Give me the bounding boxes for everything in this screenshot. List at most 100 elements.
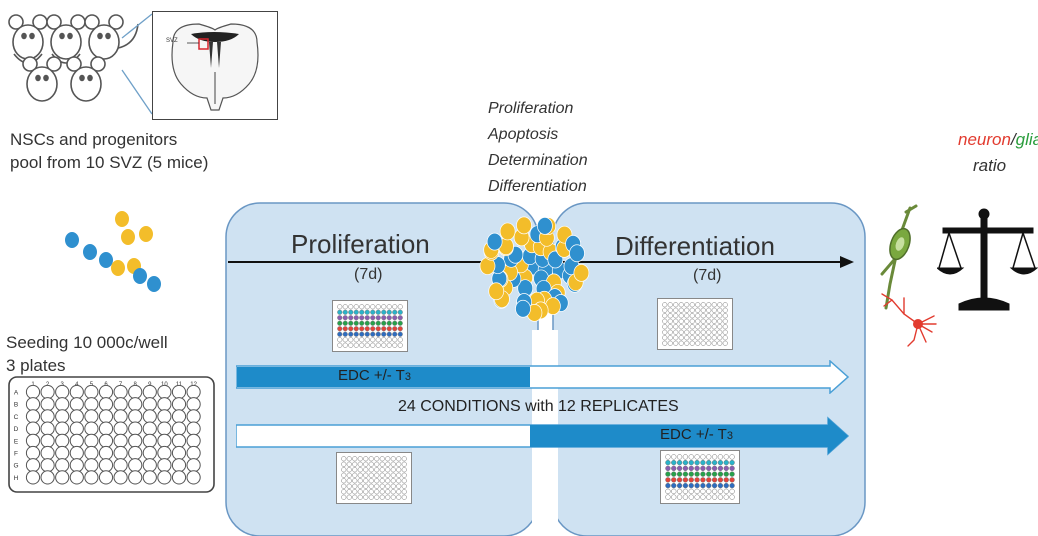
plate-well — [353, 315, 359, 321]
plate-well — [341, 478, 347, 484]
plate-well — [694, 454, 700, 460]
plate-well — [667, 329, 673, 335]
plate-well — [364, 331, 370, 337]
plate-well — [357, 456, 363, 462]
plate-well — [84, 433, 99, 448]
plate-well — [706, 324, 712, 330]
plate-well — [341, 461, 347, 467]
plate-well — [381, 337, 387, 343]
plate-well — [390, 461, 396, 467]
plate-well — [397, 309, 403, 315]
plate-well — [682, 482, 689, 489]
plate-well — [25, 458, 41, 473]
plate-well — [84, 458, 99, 473]
plate-well — [128, 397, 143, 412]
plate-well — [69, 421, 84, 436]
readout-item: Apoptosis — [488, 126, 559, 143]
plate-well — [717, 340, 723, 346]
plate-well — [381, 320, 387, 326]
plate-well — [69, 458, 84, 473]
plate-well — [392, 304, 398, 310]
treatment-label-subscript: 3 — [726, 430, 733, 442]
plate-well — [717, 318, 723, 324]
sphere-cell — [488, 282, 505, 301]
plate-well — [381, 304, 387, 310]
plate-well — [364, 337, 370, 343]
plate-well — [370, 331, 376, 337]
plate-well — [352, 467, 358, 473]
plate-well — [352, 489, 358, 495]
plate-well — [700, 488, 706, 495]
plate-well — [40, 458, 55, 473]
plate-well — [673, 307, 679, 313]
plate-row-label: F — [14, 451, 18, 458]
plate-well — [397, 342, 403, 348]
plate-well — [363, 461, 369, 467]
plate-well — [671, 494, 677, 500]
plate-well — [401, 467, 407, 473]
plate-well — [348, 337, 354, 343]
plate-well — [113, 421, 128, 436]
plate-well — [671, 477, 677, 483]
source-caption: NSCs and progenitors pool from 10 SVZ (5… — [10, 128, 208, 174]
sphere-cell — [569, 244, 585, 263]
plate-well — [374, 478, 380, 484]
plate-well — [84, 470, 99, 485]
plate-well — [368, 456, 374, 462]
plate-well — [374, 456, 380, 462]
plate-well — [673, 335, 679, 341]
plate-well — [700, 313, 706, 319]
plate-well — [729, 471, 735, 477]
plate-well — [385, 494, 391, 500]
plate-well — [385, 478, 391, 484]
plate-well — [370, 309, 376, 315]
plate-well — [186, 445, 201, 461]
plate-well — [695, 313, 701, 319]
plate-well — [706, 494, 712, 500]
plate-well — [375, 331, 381, 337]
plate-well — [678, 329, 684, 335]
plate-well — [84, 421, 99, 436]
plate-well — [671, 465, 677, 472]
mice-icon — [8, 14, 139, 102]
plate-well — [337, 320, 343, 326]
plate-well — [671, 488, 677, 495]
plate-well — [717, 335, 723, 341]
plate-well — [157, 384, 172, 400]
plate-well — [673, 318, 679, 324]
plate-well — [186, 397, 201, 412]
plate-well — [368, 461, 374, 467]
plate-well — [401, 461, 407, 467]
plate-well — [370, 315, 376, 321]
plate-well — [186, 458, 201, 473]
plate-well — [711, 482, 718, 489]
plate-well — [363, 467, 369, 473]
plate-well — [390, 478, 396, 484]
plate-well — [684, 302, 690, 308]
plate-well — [368, 478, 374, 484]
plate-well — [390, 456, 396, 462]
plate-well — [396, 494, 402, 500]
plate-well — [695, 302, 701, 308]
plate-well — [40, 445, 55, 461]
plate-well — [700, 477, 706, 483]
readout-item: Determination — [488, 152, 588, 169]
plate-well — [346, 494, 352, 500]
plate-well — [396, 489, 402, 495]
plate-well — [55, 409, 70, 424]
plate-well — [706, 318, 712, 324]
plate-well — [368, 467, 374, 473]
plate-well — [142, 458, 157, 473]
ratio-word: ratio — [973, 156, 1007, 175]
plate-well — [379, 494, 385, 500]
plate-well — [401, 494, 407, 500]
plate-well — [392, 337, 398, 343]
plate-well — [676, 488, 683, 495]
plate-well — [665, 454, 671, 460]
plate-well — [157, 458, 172, 473]
plate-well — [346, 489, 352, 495]
plate-well — [157, 433, 172, 448]
sphere-cell — [515, 299, 531, 318]
plate-well — [396, 467, 402, 473]
plate-well — [676, 454, 683, 460]
